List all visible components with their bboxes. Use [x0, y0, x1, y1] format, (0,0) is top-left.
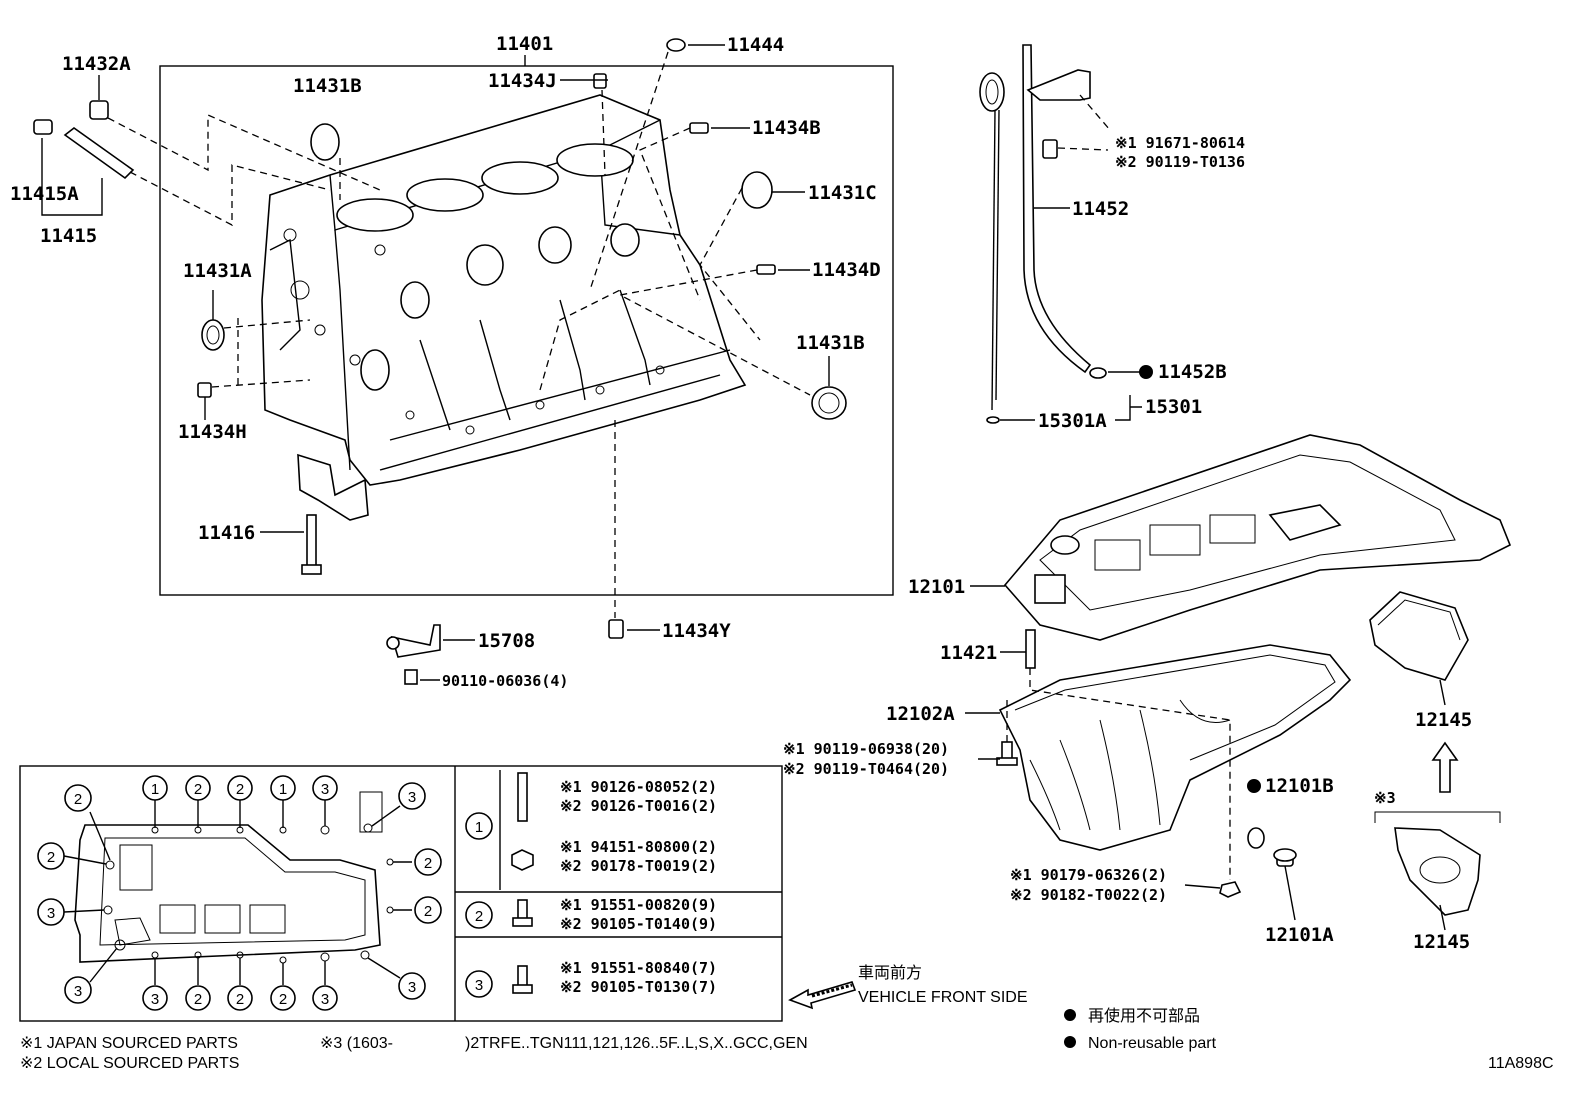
footer-note-3b: )2TRFE..TGN111,121,126..5F..L,S,X..GCC,G…	[465, 1035, 808, 1052]
dipstick-ref-2: ※2 90119-T0136	[1115, 153, 1245, 171]
engine-block-frame	[159, 65, 894, 596]
callout: 3	[74, 983, 82, 1000]
bolt-icon	[512, 965, 533, 994]
table-circle-3: 3	[475, 977, 483, 994]
bolt-ref-2: ※2 90119-T0464(20)	[783, 760, 949, 778]
label-11431C: 11431C	[808, 182, 877, 204]
nonreuse-label-en: Non-reusable part	[1088, 1035, 1217, 1052]
label-11416: 11416	[198, 522, 255, 544]
callout: 1	[151, 781, 159, 798]
leader-lines	[41, 44, 830, 681]
callout: 3	[321, 991, 329, 1008]
label-11434J: 11434J	[488, 70, 557, 92]
table-row3-b: ※2 90105-T0130(7)	[560, 978, 717, 996]
callout: 2	[236, 781, 244, 798]
bolt-icon	[512, 899, 533, 927]
label-12145-bottom: 12145	[1413, 931, 1470, 953]
nonreuse-label-jp: 再使用不可部品	[1088, 1007, 1200, 1025]
label-11421: 11421	[940, 642, 997, 664]
nonreuse-dot	[1139, 365, 1153, 379]
callout: 3	[321, 781, 329, 798]
callout: 1	[279, 781, 287, 798]
footer-note-1: ※1 JAPAN SOURCED PARTS	[20, 1035, 238, 1052]
callout: 2	[47, 849, 55, 866]
front-label-jp: 車両前方	[858, 964, 922, 982]
callout: 2	[236, 991, 244, 1008]
label-12101B: 12101B	[1265, 775, 1334, 797]
label-15708: 15708	[478, 630, 535, 652]
illustration-code: 11A898C	[1488, 1055, 1554, 1072]
callout: 2	[424, 855, 432, 872]
footer-note-2: ※2 LOCAL SOURCED PARTS	[20, 1055, 239, 1072]
nonreuse-legend-dot	[1064, 1036, 1076, 1048]
label-11452: 11452	[1072, 198, 1129, 220]
dipstick-ref-1: ※1 91671-80614	[1115, 134, 1245, 152]
footer-note-3a: ※3 (1603-	[320, 1035, 393, 1052]
table-row1-a: ※1 90126-08052(2)	[560, 778, 717, 796]
oil-pan-drawing	[996, 434, 1512, 916]
callout: 2	[74, 791, 82, 808]
nut-icon	[511, 849, 534, 871]
label-12102A: 12102A	[886, 703, 955, 725]
dashed-leaders	[107, 51, 811, 618]
cylinder-block-drawing	[261, 94, 747, 521]
callout: 2	[194, 991, 202, 1008]
label-11401: 11401	[496, 33, 553, 55]
label-11434Y: 11434Y	[662, 620, 731, 642]
label-15301A: 15301A	[1038, 410, 1107, 432]
table-row1-c: ※1 94151-80800(2)	[560, 838, 717, 856]
bolt-ref-1: ※1 90119-06938(20)	[783, 740, 949, 758]
label-12101A: 12101A	[1265, 924, 1334, 946]
legend-box	[19, 765, 783, 1022]
nut-ref-2: ※2 90182-T0022(2)	[1010, 886, 1167, 904]
oil-pan-leaders	[965, 585, 1446, 931]
label-11431B-right: 11431B	[796, 332, 865, 354]
label-11415: 11415	[40, 225, 97, 247]
label-15301: 15301	[1145, 396, 1202, 418]
callout: 3	[151, 991, 159, 1008]
nut-ref-1: ※1 90179-06326(2)	[1010, 866, 1167, 884]
callout: 3	[47, 905, 55, 922]
nonreuse-dot	[1247, 779, 1261, 793]
table-row2-a: ※1 91551-00820(9)	[560, 896, 717, 914]
bolt-pattern-drawing	[74, 791, 394, 964]
dipstick-drawing	[979, 44, 1107, 424]
table-row3-a: ※1 91551-80840(7)	[560, 959, 717, 977]
dipstick-leaders	[1000, 94, 1142, 421]
note-3-marker: ※3	[1374, 789, 1396, 807]
table-circle-1: 1	[475, 819, 483, 836]
label-12145-top: 12145	[1415, 709, 1472, 731]
front-label-en: VEHICLE FRONT SIDE	[858, 989, 1028, 1006]
table-circle-2: 2	[475, 908, 483, 925]
label-11431B-top: 11431B	[293, 75, 362, 97]
callout: 3	[408, 789, 416, 806]
bolt-callouts: 2 2 3 3 1 2 2 1 3 3 2 2 3 3 2 2 2 3	[37, 775, 442, 1011]
callout: 3	[408, 979, 416, 996]
vehicle-front-arrow-icon	[788, 981, 857, 1010]
label-11434H: 11434H	[178, 421, 247, 443]
label-11434D: 11434D	[812, 259, 881, 281]
label-11415A: 11415A	[10, 183, 79, 205]
table-row1-d: ※2 90178-T0019(2)	[560, 857, 717, 875]
table-row1-b: ※2 90126-T0016(2)	[560, 797, 717, 815]
callout: 2	[279, 991, 287, 1008]
label-11452B: 11452B	[1158, 361, 1227, 383]
label-11434B: 11434B	[752, 117, 821, 139]
table-row2-b: ※2 90105-T0140(9)	[560, 915, 717, 933]
label-11431A: 11431A	[183, 260, 252, 282]
stud-icon	[517, 772, 528, 822]
label-11432A: 11432A	[62, 53, 131, 75]
nonreuse-legend-dot	[1064, 1009, 1076, 1021]
label-90110: 90110-06036(4)	[442, 672, 568, 690]
label-12101: 12101	[908, 576, 965, 598]
label-11444: 11444	[727, 34, 784, 56]
callout: 2	[424, 903, 432, 920]
callout: 2	[194, 781, 202, 798]
